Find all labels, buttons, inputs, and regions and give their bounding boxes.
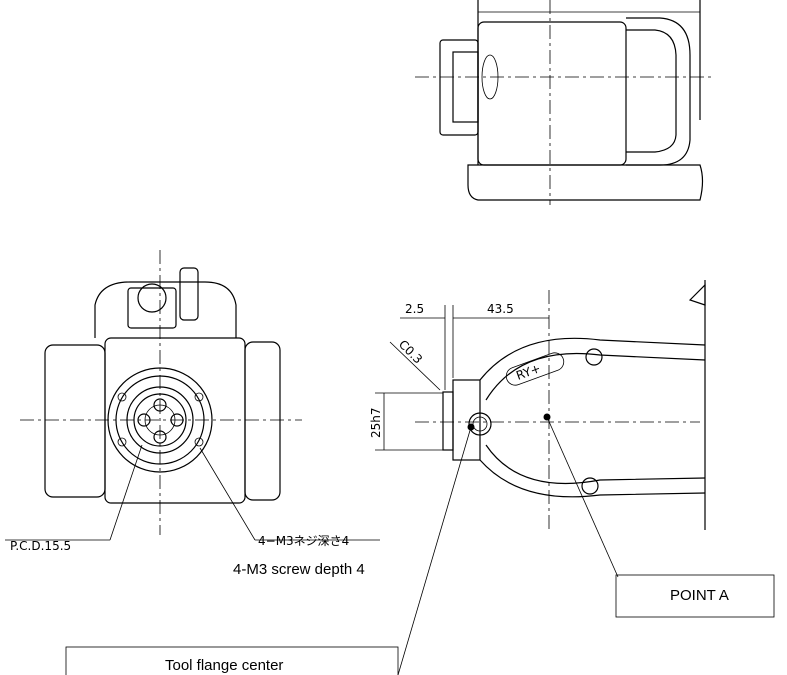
screw-spec-jp: 4−M3ネジ深さ4 bbox=[258, 534, 349, 548]
dim-flange-fit: 25h7 bbox=[369, 407, 383, 438]
arm-marking: RY+ bbox=[514, 361, 542, 383]
screw-spec-en: 4-M3 screw depth 4 bbox=[233, 561, 365, 578]
dim-distance: 43.5 bbox=[487, 302, 514, 316]
tool-flange-box bbox=[65, 646, 399, 675]
point-a-box bbox=[615, 574, 775, 618]
point-a-label: POINT A bbox=[670, 587, 729, 604]
dim-offset: 2.5 bbox=[405, 302, 424, 316]
front-view bbox=[5, 250, 380, 541]
top-view bbox=[415, 0, 712, 205]
side-view bbox=[375, 280, 706, 675]
tool-flange-center-label: Tool flange center bbox=[165, 657, 283, 674]
pcd-label: P.C.D.15.5 bbox=[10, 539, 71, 553]
